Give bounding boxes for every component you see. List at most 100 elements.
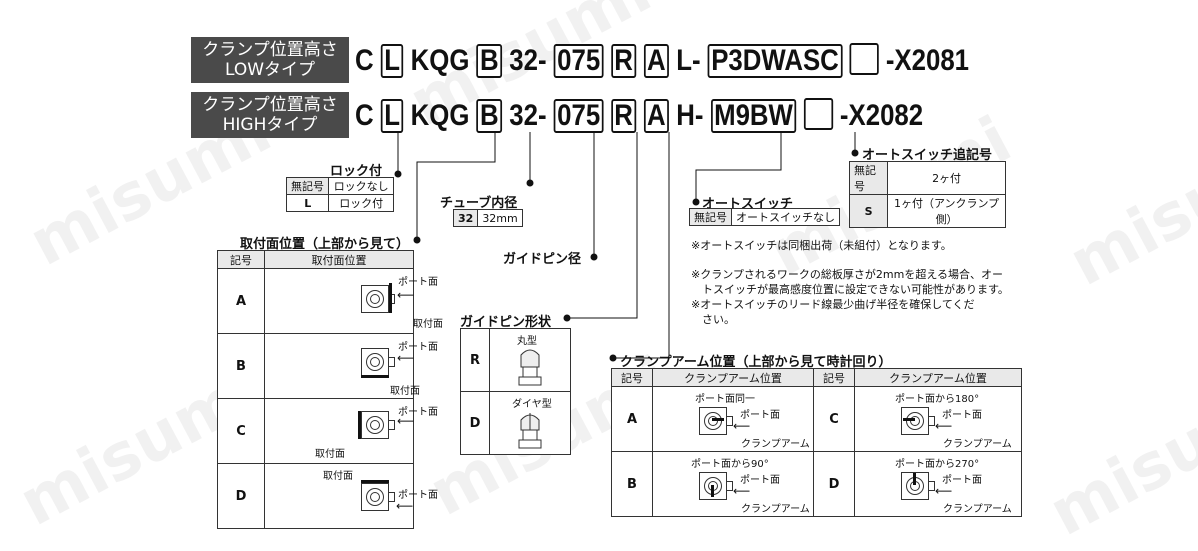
type-badge-line1: クランプ位置高さ: [202, 95, 338, 115]
switch-suffix-sym: S: [848, 194, 889, 228]
table-row: C ポート面 ⟵ 取付面: [217, 398, 438, 464]
port-face-label: ポート面: [740, 475, 780, 486]
lock-title: ロック付: [330, 164, 383, 179]
mount-sym: D: [217, 463, 265, 529]
code-box-mount: B: [476, 44, 503, 78]
code-series: KQG: [410, 44, 470, 77]
arm-sym: D: [813, 451, 855, 517]
table-row: 記号 取付面位置: [217, 250, 414, 269]
code-height: L-: [676, 44, 701, 77]
table-row: B ポート面 ⟵ 取付面: [217, 333, 438, 399]
code-box-arm: A: [643, 99, 670, 133]
mount-face-label: 取付面: [413, 319, 443, 330]
code-box-shape: R: [610, 44, 637, 78]
note-3: トスイッチが最高感度位置に設定できない可能性があります。: [691, 283, 1009, 296]
code-bore: 32-: [509, 99, 547, 132]
pin-shape-table: R 丸型 D ダイヤ型: [460, 328, 571, 455]
mount-sym: C: [217, 398, 265, 464]
pin-diagram-diamond: ダイヤ型: [489, 391, 571, 455]
code-box-pin: 075: [553, 99, 604, 133]
code-box-switch: P3DWASC: [707, 44, 843, 78]
pin-diagram-round: 丸型: [489, 328, 571, 392]
round-pin-icon: [518, 349, 542, 386]
table-row: A ポート面同一 ポート面 ⟵ クランプアーム: [611, 386, 814, 452]
auto-switch-table: 無記号オートスイッチなし: [689, 208, 840, 226]
mount-header-pos: 取付面位置: [264, 250, 414, 269]
arm-sym: B: [611, 451, 653, 517]
code-suffix: -X2081: [885, 44, 970, 77]
code-box-mount: B: [476, 99, 503, 133]
mount-face-label: 取付面: [323, 471, 353, 482]
model-code-high: C L KQG B 32- 075 R A H- M9BW -X2082: [355, 98, 923, 133]
port-face-label: ポート面: [398, 277, 438, 288]
arrow-icon: ⟵: [935, 484, 953, 498]
pin-label: 丸型: [517, 336, 537, 347]
switch-suffix-desc: 2ヶ付: [887, 161, 1006, 195]
lock-sym: 無記号: [285, 177, 330, 195]
arm-header-pos: クランプアーム位置: [652, 368, 814, 387]
code-height: H-: [676, 99, 704, 132]
type-badge-high: クランプ位置高さ HIGHタイプ: [191, 92, 349, 138]
code-box-switch-suffix: [849, 43, 879, 75]
mount-title: 取付面位置（上部から見て）: [240, 237, 410, 252]
code-box-switch-suffix: [803, 98, 833, 130]
type-badge-low: クランプ位置高さ LOWタイプ: [191, 37, 349, 83]
mount-sym: A: [217, 268, 265, 334]
arm-diagram-c: ポート面から180° ポート面 ⟵ クランプアーム: [854, 386, 1022, 452]
mount-face-label: 取付面: [315, 449, 345, 460]
table-row: 記号 クランプアーム位置: [611, 368, 814, 387]
diamond-pin-icon: [518, 413, 542, 449]
switch-suffix-desc: 1ヶ付（アンクランプ側）: [887, 194, 1006, 228]
table-row: 記号 クランプアーム位置: [813, 368, 1022, 387]
code-box-switch: M9BW: [710, 99, 797, 133]
mount-diagram-a: ポート面 ⟵ 取付面: [264, 268, 443, 334]
table-row: D 取付面 ポート面 ⟵: [217, 463, 438, 529]
port-face-label: ポート面: [740, 410, 780, 421]
pin-shape-title: ガイドピン形状: [460, 315, 552, 330]
arrow-icon: ⟵: [396, 499, 414, 513]
arrow-icon: ⟵: [397, 288, 415, 302]
arm-header-sym: 記号: [813, 368, 855, 387]
mount-table: 記号 取付面位置 A ポート面 ⟵ 取付面 B ポート面 ⟵ 取付面 C: [217, 250, 443, 529]
table-row: 無記号オートスイッチなし: [689, 208, 840, 226]
lock-sym: L: [285, 194, 330, 212]
code-suffix: -X2082: [839, 99, 924, 132]
arm-diagram-a: ポート面同一 ポート面 ⟵ クランプアーム: [652, 386, 814, 452]
table-row: C ポート面から180° ポート面 ⟵ クランプアーム: [813, 386, 1022, 452]
clamp-arm-label: クランプアーム: [943, 439, 1012, 450]
arm-diagram-b: ポート面から90° ポート面 ⟵ クランプアーム: [652, 451, 814, 517]
arrow-icon: ⟵: [397, 414, 415, 428]
arm-title: クランプアーム位置（上部から見て時計回り）: [620, 355, 892, 370]
pin-label: ダイヤ型: [512, 399, 552, 410]
code-box-arm: A: [643, 44, 670, 78]
arm-caption: ポート面から270°: [895, 459, 980, 470]
arm-sym: A: [611, 386, 653, 452]
table-row: A ポート面 ⟵ 取付面: [217, 268, 443, 334]
code-box-lock: L: [380, 44, 404, 78]
tube-title: チューブ内径: [440, 196, 518, 211]
mount-diagram-c: ポート面 ⟵ 取付面: [264, 398, 438, 464]
switch-suffix-title: オートスイッチ追記号: [862, 148, 993, 163]
mount-sym: B: [217, 333, 265, 399]
auto-switch-desc: オートスイッチなし: [731, 208, 840, 226]
port-face-label: ポート面: [398, 490, 438, 501]
code-bore: 32-: [509, 44, 547, 77]
note-4: ※オートスイッチのリード線最少曲げ半径を確保してくだ: [691, 298, 975, 311]
clamp-arm-label: クランプアーム: [943, 504, 1012, 515]
auto-switch-sym: 無記号: [689, 208, 732, 226]
arrow-icon: ⟵: [733, 484, 751, 498]
clamp-arm-label: クランプアーム: [741, 504, 810, 515]
arm-caption: ポート面から90°: [691, 459, 769, 470]
table-row: D ダイヤ型: [460, 391, 571, 455]
port-face-label: ポート面: [942, 475, 982, 486]
code-box-pin: 075: [553, 44, 604, 78]
tube-desc: 32mm: [477, 209, 523, 227]
pin-shape-sym: R: [460, 328, 490, 392]
